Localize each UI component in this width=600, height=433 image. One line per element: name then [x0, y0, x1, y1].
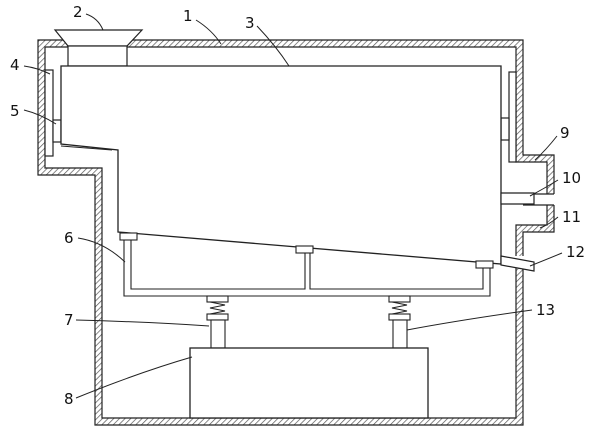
callout-9: 9: [560, 124, 570, 142]
callout-8: 8: [64, 390, 74, 408]
callout-5: 5: [10, 102, 20, 120]
spring-mount-left: [206, 295, 229, 349]
upper-discharge-spout: [500, 192, 535, 205]
leader-lines: [23, 13, 563, 399]
callout-12: 12: [566, 243, 585, 261]
callout-4: 4: [10, 56, 20, 74]
mount-block: [295, 245, 314, 254]
right-slider: [500, 117, 510, 141]
support-frame: [123, 240, 491, 297]
callout-6: 6: [64, 229, 74, 247]
mount-block: [119, 232, 138, 241]
callout-11: 11: [562, 208, 581, 226]
callout-10: 10: [562, 169, 581, 187]
callout-7: 7: [64, 311, 74, 329]
inner-guide-line: [60, 145, 113, 151]
callout-2: 2: [73, 3, 83, 21]
lower-discharge-spout: [500, 255, 535, 272]
feed-hopper: [53, 29, 144, 47]
screening-box: [60, 65, 502, 265]
callout-1: 1: [183, 7, 193, 25]
mount-block: [475, 260, 494, 269]
callout-3: 3: [245, 14, 255, 32]
base-motor-box: [189, 347, 429, 419]
right-guide-rail: [508, 71, 517, 163]
outlet-slot-upper: [514, 194, 556, 205]
left-guide-rail: [44, 69, 54, 157]
callout-13: 13: [536, 301, 555, 319]
hopper-neck: [67, 45, 128, 67]
spring-mount-right: [388, 295, 411, 349]
